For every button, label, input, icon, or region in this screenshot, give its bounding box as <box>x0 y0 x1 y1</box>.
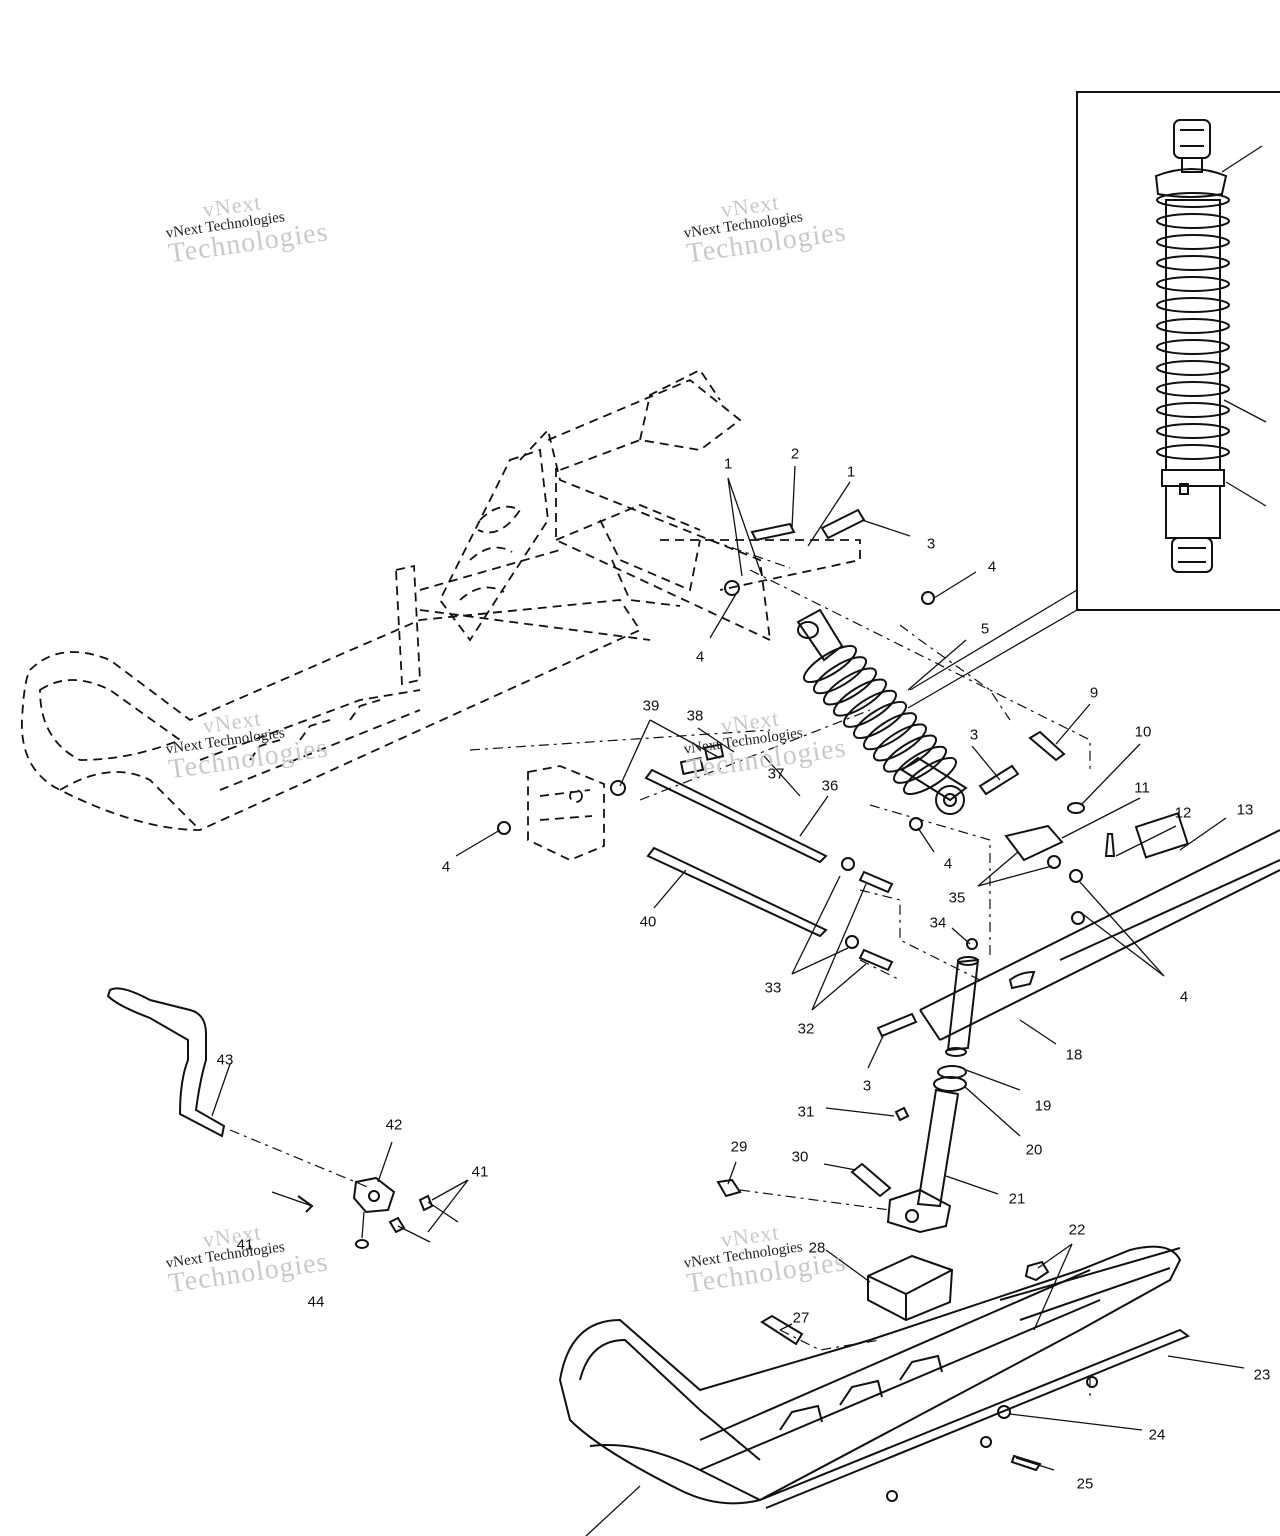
inset-spring <box>1156 192 1230 460</box>
spring-coil <box>1156 255 1230 271</box>
spring-coil <box>803 644 857 684</box>
callout-label: 23 <box>1253 1366 1271 1384</box>
callout-label: 13 <box>1236 801 1254 819</box>
spring-coil <box>1156 381 1230 397</box>
callout-label: 18 <box>1065 1046 1083 1064</box>
main-shock <box>796 608 968 815</box>
callout-label: 4 <box>1179 988 1189 1006</box>
callout-label: 3 <box>862 1077 872 1095</box>
spring-coil <box>853 700 907 740</box>
ghost-chassis <box>21 368 1091 1400</box>
callout-label: 33 <box>764 979 782 997</box>
spring-coil <box>1156 297 1230 313</box>
callout-label: 43 <box>216 1051 234 1069</box>
spring-coil <box>1156 444 1230 460</box>
callout-label: 3 <box>969 726 979 744</box>
spring-coil <box>1156 360 1230 376</box>
spring-coil <box>873 723 927 762</box>
callout-label: 41 <box>471 1163 489 1181</box>
callout-label: 5 <box>980 620 990 638</box>
callout-label: 19 <box>1034 1097 1052 1115</box>
spring-coil <box>1156 402 1230 418</box>
spring-coil <box>823 667 877 706</box>
spring-coil <box>903 756 957 796</box>
callout-label: 39 <box>642 697 660 715</box>
spring-coil <box>843 689 897 728</box>
callout-label: 36 <box>821 777 839 795</box>
callout-label: 30 <box>791 1148 809 1166</box>
callout-label: 35 <box>948 889 966 907</box>
spring-coil <box>883 734 937 773</box>
tie-rod-assembly <box>106 987 459 1249</box>
callout-label: 21 <box>1008 1190 1026 1208</box>
callout-label: 44 <box>307 1293 325 1311</box>
callout-label: 25 <box>1076 1475 1094 1493</box>
spring-coil <box>1156 192 1230 208</box>
callout-label: 10 <box>1134 723 1152 741</box>
spindle <box>716 956 1050 1346</box>
callout-label: 24 <box>1148 1426 1166 1444</box>
frame-rail <box>919 730 1280 1041</box>
callout-label: 28 <box>808 1239 826 1257</box>
callout-label: 4 <box>441 858 451 876</box>
callout-label: 32 <box>797 1020 815 1038</box>
spring-coil <box>1156 276 1230 292</box>
callout-label: 27 <box>792 1309 810 1327</box>
callout-label: 34 <box>929 914 947 932</box>
spring-coil <box>1156 318 1230 334</box>
callout-label: 42 <box>385 1116 403 1134</box>
callout-label: 4 <box>695 648 705 666</box>
callout-label: 2 <box>790 445 800 463</box>
spring-coil <box>833 678 887 717</box>
callout-label: 22 <box>1068 1221 1086 1239</box>
spring-coil <box>863 712 917 751</box>
callout-label: 29 <box>730 1138 748 1156</box>
spring-coil <box>1156 213 1230 229</box>
spring-coil <box>1156 423 1230 439</box>
callout-label: 20 <box>1025 1141 1043 1159</box>
right-ski <box>558 1245 1191 1509</box>
callout-label: 4 <box>943 855 953 873</box>
callout-label: 40 <box>639 913 657 931</box>
spring-coil <box>813 656 867 695</box>
spring-coil <box>893 745 947 784</box>
spring-coil <box>1156 339 1230 355</box>
leader-lines <box>211 465 1245 1536</box>
callout-label: 12 <box>1174 804 1192 822</box>
callout-label: 37 <box>767 765 785 783</box>
callout-label: 38 <box>686 707 704 725</box>
callout-label: 1 <box>846 463 856 481</box>
callout-label: 1 <box>723 455 733 473</box>
callout-label: 4 <box>987 558 997 576</box>
callout-label: 41 <box>236 1236 254 1254</box>
shock-inset <box>907 91 1280 709</box>
radius-rods <box>610 743 894 972</box>
callout-label: 3 <box>926 535 936 553</box>
callout-label: 11 <box>1134 779 1150 797</box>
callout-label: 9 <box>1089 684 1099 702</box>
callout-label: 31 <box>797 1103 815 1121</box>
spring-coil <box>1156 234 1230 250</box>
